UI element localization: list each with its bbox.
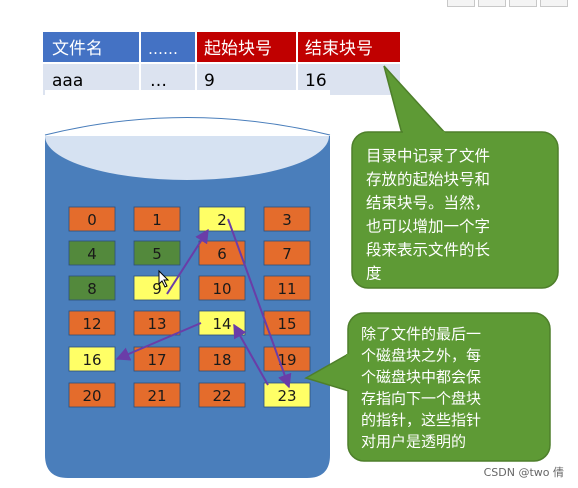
- disk-block-label: 18: [212, 351, 231, 369]
- directory-callout-tail-cover: [403, 131, 445, 135]
- pointer-callout: 除了文件的最后一个磁盘块之外，每个磁盘块中都会保存指向下一个盘块的指针，这些指针…: [304, 312, 551, 462]
- disk-block-label: 3: [282, 211, 292, 229]
- disk-block-9: [133, 275, 181, 301]
- disk-block-3: [263, 206, 311, 232]
- pointer-arrow-9-to-2: [166, 228, 209, 295]
- disk-block-8: [68, 275, 116, 301]
- disk-cylinder: [44, 90, 331, 478]
- disk-block-10: [198, 275, 246, 301]
- callout-text-line: 目录中记录了文件: [366, 147, 490, 165]
- disk-block-label: 0: [87, 211, 97, 229]
- table-cell-filename: aaa: [52, 71, 83, 91]
- disk-block-label: 4: [87, 245, 97, 263]
- callout-text-line: 存指向下一个盘块: [361, 390, 481, 408]
- disk-block-11: [263, 275, 311, 301]
- disk-top-mask: [45, 90, 330, 136]
- table-header-filename: 文件名: [52, 39, 103, 59]
- disk-block-label: 15: [277, 315, 296, 333]
- directory-table: 文件名 …… 起始块号 结束块号 aaa … 9 16: [43, 32, 400, 95]
- table-header-start-block: 起始块号: [204, 39, 272, 59]
- pointer-arrow-23-to-14: [233, 323, 269, 386]
- disk-block-label: 9: [152, 280, 162, 298]
- disk-block-1: [133, 206, 181, 232]
- disk-block-label: 11: [277, 280, 296, 298]
- disk-body: [45, 135, 330, 478]
- table-header-ellipsis: ……: [148, 40, 178, 58]
- block-pointer-chain: [115, 218, 292, 389]
- pointer-callout-text: 除了文件的最后一个磁盘块之外，每个磁盘块中都会保存指向下一个盘块的指针，这些指针…: [361, 325, 481, 451]
- disk-block-label: 13: [147, 315, 166, 333]
- disk-block-2: [198, 206, 246, 232]
- disk-block-label: 6: [217, 245, 227, 263]
- toolbar-stub-4: [540, 0, 568, 7]
- callout-text-line: 个磁盘块之外，每: [361, 347, 481, 365]
- disk-block-19: [263, 346, 311, 372]
- disk-block-22: [198, 382, 246, 408]
- table-header-cell-end: [297, 32, 400, 63]
- toolbar-stub-3: [509, 0, 537, 7]
- watermark: CSDN @two 倩: [483, 466, 564, 479]
- callout-text-line: 存放的起始块号和: [366, 171, 490, 189]
- disk-block-18: [198, 346, 246, 372]
- disk-block-21: [133, 382, 181, 408]
- toolbar-stub-1: [447, 0, 475, 7]
- callout-text-line: 结束块号。当然，: [366, 194, 490, 212]
- disk-block-label: 7: [282, 245, 292, 263]
- disk-block-label: 16: [82, 351, 101, 369]
- directory-callout-tail: [383, 65, 448, 135]
- disk-block-label: 22: [212, 387, 231, 405]
- disk-block-17: [133, 346, 181, 372]
- disk-block-label: 1: [152, 211, 162, 229]
- callout-text-line: 也可以增加一个字: [366, 218, 490, 236]
- disk-block-13: [133, 310, 181, 336]
- disk-block-15: [263, 310, 311, 336]
- table-row-bg: [43, 63, 400, 95]
- table-cell-ellipsis: …: [150, 71, 167, 91]
- mouse-cursor: [158, 269, 170, 288]
- disk-block-0: [68, 206, 116, 232]
- disk-block-label: 8: [87, 280, 97, 298]
- disk-block-16: [68, 346, 116, 372]
- disk-block-label: 20: [82, 387, 101, 405]
- table-header-cell-start: [196, 32, 297, 63]
- disk-block-7: [263, 240, 311, 266]
- disk-block-5: [133, 240, 181, 266]
- disk-block-12: [68, 310, 116, 336]
- pointer-arrow-2-to-23: [227, 218, 292, 389]
- callout-text-line: 对用户是透明的: [361, 433, 466, 451]
- disk-block-4: [68, 240, 116, 266]
- callout-text-line: 的指针，这些指针: [361, 411, 481, 429]
- disk-block-label: 14: [212, 315, 231, 333]
- disk-block-20: [68, 382, 116, 408]
- callout-text-line: 个磁盘块中都会保: [361, 368, 481, 386]
- disk-block-label: 21: [147, 387, 166, 405]
- disk-block-label: 2: [217, 211, 227, 229]
- pointer-arrow-14-to-16: [115, 322, 202, 361]
- directory-callout-box: [351, 131, 559, 289]
- disk-block-label: 10: [212, 280, 231, 298]
- table-cell-start-block: 9: [204, 71, 215, 91]
- disk-block-label: 17: [147, 351, 166, 369]
- callout-text-line: 段来表示文件的长: [366, 241, 490, 259]
- callout-text-line: 除了文件的最后一: [361, 325, 481, 343]
- disk-top-rim: [44, 117, 331, 136]
- callout-text-line: 度: [366, 265, 382, 283]
- disk-block-label: 12: [82, 315, 101, 333]
- table-header-cell-ellipsis: [140, 32, 196, 63]
- disk-block-label: 19: [277, 351, 296, 369]
- disk-block-label: 23: [277, 387, 296, 405]
- pointer-callout-tail-cover: [346, 354, 352, 390]
- table-header-end-block: 结束块号: [305, 39, 373, 59]
- disk-block-label: 5: [152, 245, 162, 263]
- table-cell-end-block: 16: [305, 71, 327, 91]
- toolbar-stub-2: [478, 0, 506, 7]
- table-header-cell-filename: [43, 32, 140, 63]
